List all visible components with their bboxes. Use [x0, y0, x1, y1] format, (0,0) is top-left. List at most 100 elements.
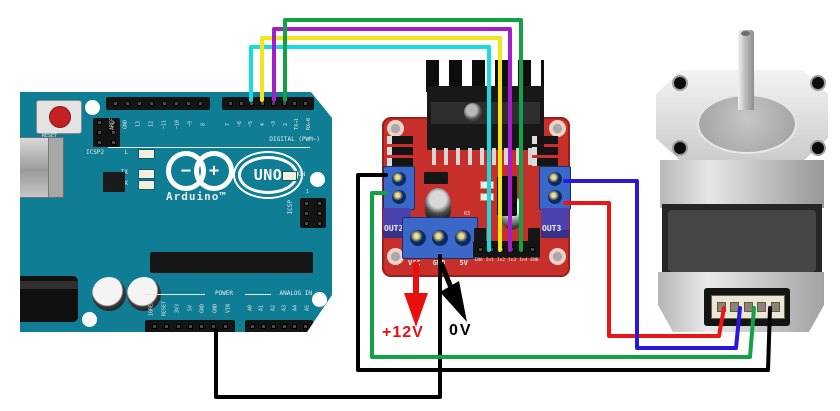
pin [161, 101, 167, 106]
pin [302, 324, 308, 329]
pin [757, 302, 766, 312]
power-pin-label: VIN [225, 303, 232, 313]
on-label: ON [298, 171, 306, 178]
diode-bank-right [532, 136, 558, 166]
stepper-motor [652, 28, 830, 333]
out2-label: OUT2 [384, 224, 404, 233]
control-pin-label: ENA [474, 258, 483, 263]
usb-port [20, 137, 64, 198]
power-header [145, 320, 235, 332]
pin [292, 324, 298, 329]
motor-connector [704, 288, 790, 326]
digital-pin-label: 4 [259, 122, 266, 126]
control-pin-label: ENB [530, 258, 539, 263]
logo-plus: + [208, 161, 220, 181]
mounting-hole [312, 292, 327, 307]
digital-pin-label: 2 [282, 122, 289, 126]
motor-screw-hole [674, 142, 686, 154]
digital-pin-label: ~5 [247, 120, 254, 128]
chip-legs [432, 148, 540, 165]
digital-pin-label: GND [122, 119, 129, 129]
l298-chip-heatsink [427, 86, 544, 150]
screw [392, 171, 406, 186]
out3-terminal-side [541, 208, 569, 238]
power-silk-line [145, 294, 205, 295]
screw [548, 171, 562, 186]
digital-pin-label: 13 [135, 120, 142, 128]
power-pin-label: 3V3 [174, 303, 181, 313]
pin [97, 129, 103, 135]
power-terminal-label: VCC [408, 259, 421, 267]
pin [97, 139, 103, 145]
mounting-hole [85, 100, 100, 115]
connector-pins [711, 295, 785, 319]
pin [110, 120, 116, 126]
motor-screw-hole [812, 142, 824, 154]
mounting-hole [549, 248, 566, 265]
pin [281, 101, 287, 106]
digital-pin-label: ~6 [236, 120, 243, 128]
pin [250, 324, 256, 329]
digital-section-label: DIGITAL (PWM~) [269, 136, 320, 143]
analog-pin-label: A2 [270, 304, 277, 312]
analog-header [245, 320, 313, 332]
power-terminal [402, 217, 478, 259]
motor-shaft [738, 30, 754, 110]
control-pin-label: In2 [496, 258, 505, 263]
led-tx [138, 169, 155, 179]
diode [532, 158, 558, 166]
analog-pin-label: A0 [247, 304, 254, 312]
digital-pin-label: 7 [224, 122, 231, 126]
pin [270, 101, 276, 106]
pin [187, 324, 193, 329]
out3-label: OUT3 [542, 224, 562, 233]
led-on [282, 171, 297, 181]
icsp-pin1-label: 1 [306, 189, 310, 195]
pin [529, 247, 535, 252]
digital-pin-label: TX→1 [293, 117, 300, 131]
screw [454, 230, 471, 246]
pin [199, 324, 205, 329]
pin [478, 247, 484, 252]
power-section-label: POWER [214, 290, 233, 297]
pin [488, 247, 494, 252]
digital-pin-label: ~11 [161, 119, 168, 129]
power-pin-label: 5V [187, 304, 193, 312]
mounting-hole [387, 120, 404, 137]
diode [532, 136, 558, 144]
logo-minus: − [180, 161, 192, 181]
pin [317, 220, 322, 226]
pin [509, 247, 515, 252]
pin [197, 101, 203, 106]
pin [304, 210, 309, 216]
pin [498, 247, 504, 252]
control-pin-label: In3 [508, 258, 517, 263]
pin [271, 324, 277, 329]
reset-button [36, 100, 82, 134]
screw [392, 190, 406, 205]
arduino-logo-plus-ring: + [194, 151, 234, 191]
pin [175, 324, 181, 329]
pin [281, 324, 287, 329]
motor-upper-body [660, 160, 824, 208]
power-pin-label: GND [199, 303, 206, 313]
power-pin-label: IOREF [148, 300, 155, 316]
digital-header-left [106, 97, 210, 110]
pin [151, 324, 157, 329]
pin [110, 139, 116, 145]
pin [238, 101, 244, 106]
power-pin-label: GND [212, 303, 219, 313]
atmega-chip [150, 252, 313, 273]
icsp2-label: ICSP2 [86, 149, 105, 156]
digital-pin-label: AREF [109, 117, 116, 131]
led-l [138, 149, 155, 159]
out3-terminal [539, 166, 571, 210]
control-pin-label: In4 [519, 258, 528, 263]
motor-lamination-stack [662, 204, 822, 276]
analog-pin-label: A4 [292, 304, 299, 312]
motor-screw-hole [812, 77, 824, 89]
pin [317, 210, 322, 216]
analog-pin-label: A3 [281, 304, 288, 312]
